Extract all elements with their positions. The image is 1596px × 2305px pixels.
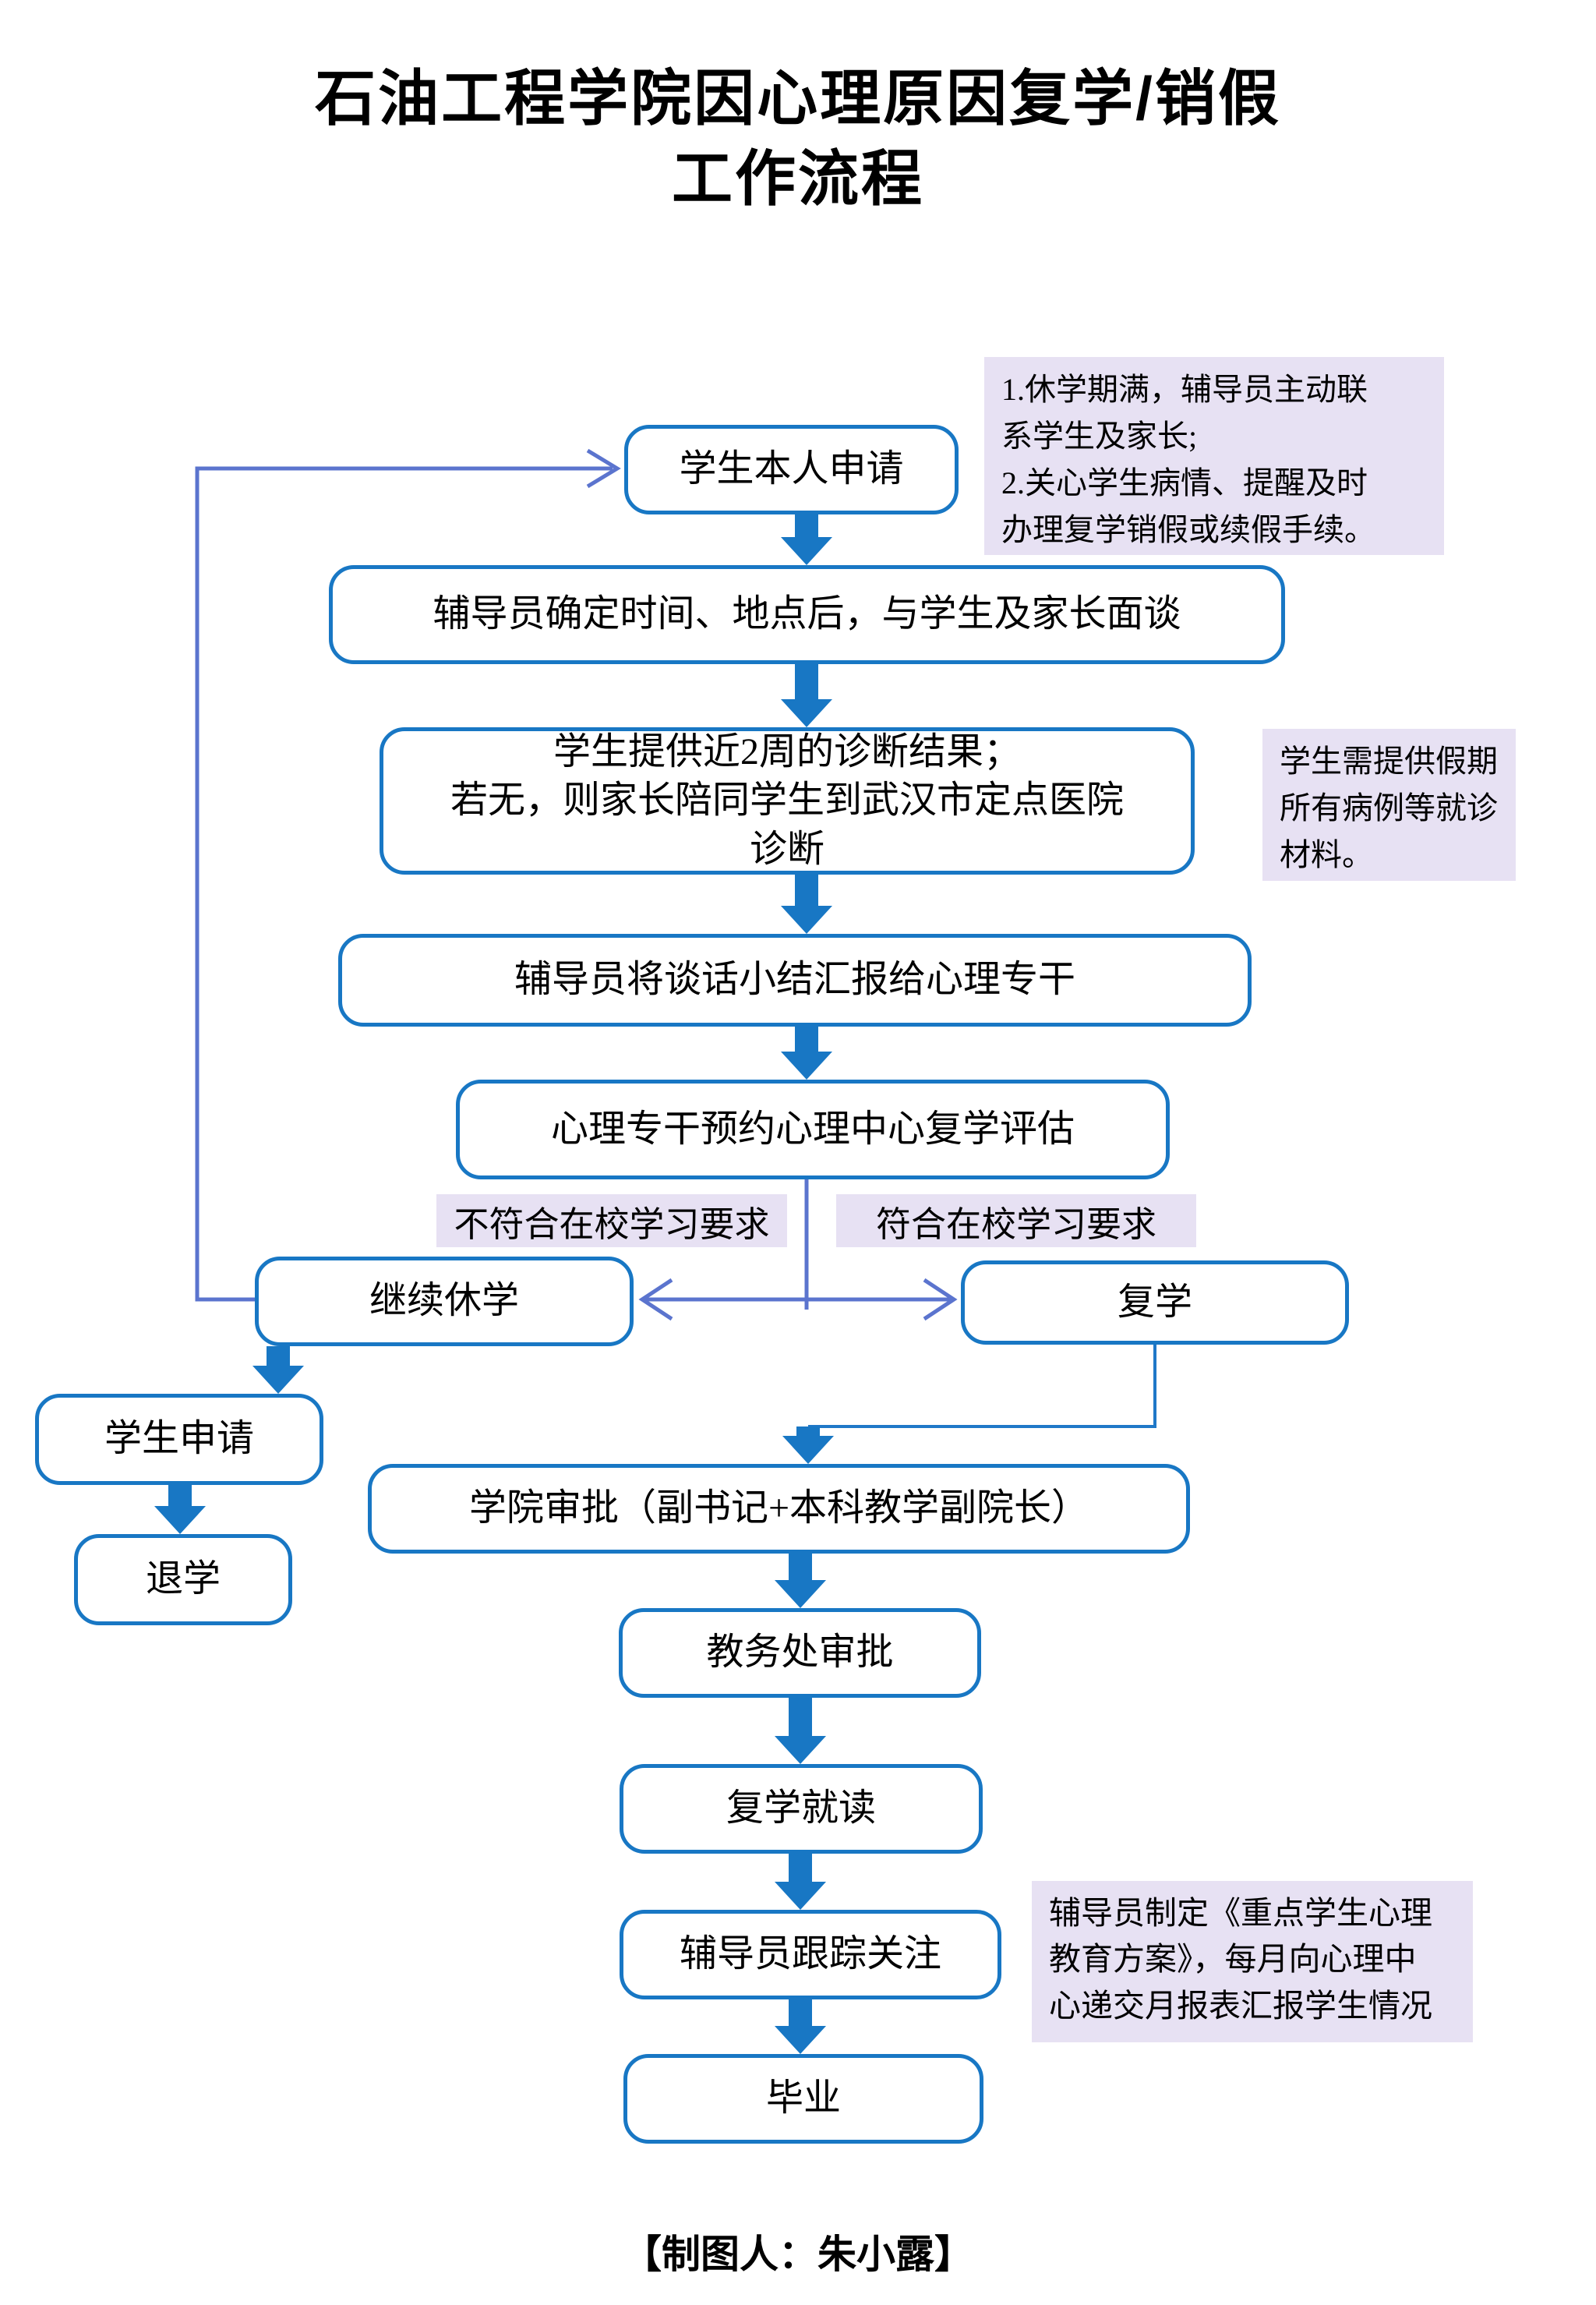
node-academic-office-approval: 教务处审批	[619, 1608, 981, 1698]
node-college-approval: 学院审批（副书记+本科教学副院长）	[368, 1464, 1190, 1554]
loop-connector-arrowhead	[586, 448, 621, 489]
node-student-apply: 学生申请	[35, 1394, 323, 1485]
arrow-interview-to-diagnosis	[781, 664, 832, 727]
node-withdraw-label: 退学	[145, 1558, 221, 1600]
node-psych-center-evaluation: 心理专干预约心理中心复学评估	[456, 1080, 1170, 1179]
node-resume-school: 复学	[961, 1260, 1349, 1345]
arrow-follow-up-to-graduate	[775, 1999, 826, 2054]
node-student-self-apply-label: 学生本人申请	[679, 448, 904, 490]
branch-label-qualified: 符合在校学习要求	[836, 1194, 1196, 1247]
node-report-to-psych-specialist-label: 辅导员将谈话小结汇报给心理专干	[514, 959, 1075, 1001]
note-medical-materials: 学生需提供假期 所有病例等就诊 材料。	[1262, 729, 1516, 881]
node-counselor-follow-up: 辅导员跟踪关注	[620, 1910, 1001, 1999]
arrow-student-apply-to-withdraw	[154, 1485, 206, 1534]
node-continue-leave: 继续休学	[255, 1257, 634, 1346]
node-report-to-psych-specialist: 辅导员将谈话小结汇报给心理专干	[338, 934, 1252, 1027]
arrow-continue-leave-to-student-apply	[252, 1346, 304, 1394]
resume-connector-line	[808, 1345, 1156, 1428]
branch-label-qualified-text: 符合在校学习要求	[875, 1204, 1156, 1244]
note-leave-expiry: 1.休学期满，辅导员主动联 系学生及家长; 2.关心学生病情、提醒及时 办理复学…	[984, 357, 1444, 555]
node-resume-study: 复学就读	[620, 1764, 983, 1854]
branch-label-not-qualified-text: 不符合在校学习要求	[454, 1204, 770, 1244]
author-caption: 【制图人：朱小露】	[623, 2233, 973, 2276]
node-continue-leave-label: 继续休学	[369, 1280, 519, 1322]
node-counselor-follow-up-label: 辅导员跟踪关注	[679, 1933, 941, 1975]
node-counselor-interview-label: 辅导员确定时间、地点后，与学生及家长面谈	[433, 593, 1181, 635]
arrow-apply-to-interview	[781, 514, 832, 565]
arrow-college-to-academic-office	[775, 1554, 826, 1608]
arrow-resume-study-to-follow-up	[775, 1854, 826, 1910]
node-graduate-label: 毕业	[765, 2077, 841, 2119]
branch-label-not-qualified: 不符合在校学习要求	[436, 1194, 787, 1247]
page-title-line1: 石油工程学院因心理原因复学/销假	[315, 64, 1281, 133]
arrow-academic-office-to-resume-study	[775, 1698, 826, 1764]
node-diagnosis: 学生提供近2周的诊断结果； 若无，则家长陪同学生到武汉市定点医院 诊断	[380, 727, 1195, 875]
node-resume-study-label: 复学就读	[726, 1787, 876, 1830]
node-resume-school-label: 复学	[1117, 1281, 1192, 1323]
node-graduate: 毕业	[623, 2054, 983, 2144]
node-student-self-apply: 学生本人申请	[624, 425, 959, 514]
node-counselor-interview: 辅导员确定时间、地点后，与学生及家长面谈	[329, 565, 1285, 664]
node-psych-center-evaluation-label: 心理专干预约心理中心复学评估	[550, 1108, 1075, 1150]
page-title: 石油工程学院因心理原因复学/销假 工作流程	[0, 58, 1596, 219]
node-academic-office-approval-label: 教务处审批	[706, 1632, 894, 1674]
node-student-apply-label: 学生申请	[104, 1418, 254, 1460]
node-withdraw: 退学	[74, 1534, 292, 1625]
page-title-line2: 工作流程	[671, 143, 924, 213]
arrow-report-to-evaluation	[781, 1027, 832, 1080]
branch-right-arrowhead	[923, 1278, 958, 1321]
branch-left-arrowhead	[638, 1278, 673, 1321]
node-diagnosis-label: 学生提供近2周的诊断结果； 若无，则家长陪同学生到武汉市定点医院 诊断	[450, 730, 1124, 870]
note-monthly-report: 辅导员制定《重点学生心理 教育方案》，每月向心理中 心递交月报表汇报学生情况	[1032, 1881, 1473, 2042]
arrow-resume-to-college-approval	[782, 1426, 834, 1464]
arrow-diagnosis-to-report	[781, 875, 832, 934]
node-college-approval-label: 学院审批（副书记+本科教学副院长）	[468, 1487, 1089, 1529]
